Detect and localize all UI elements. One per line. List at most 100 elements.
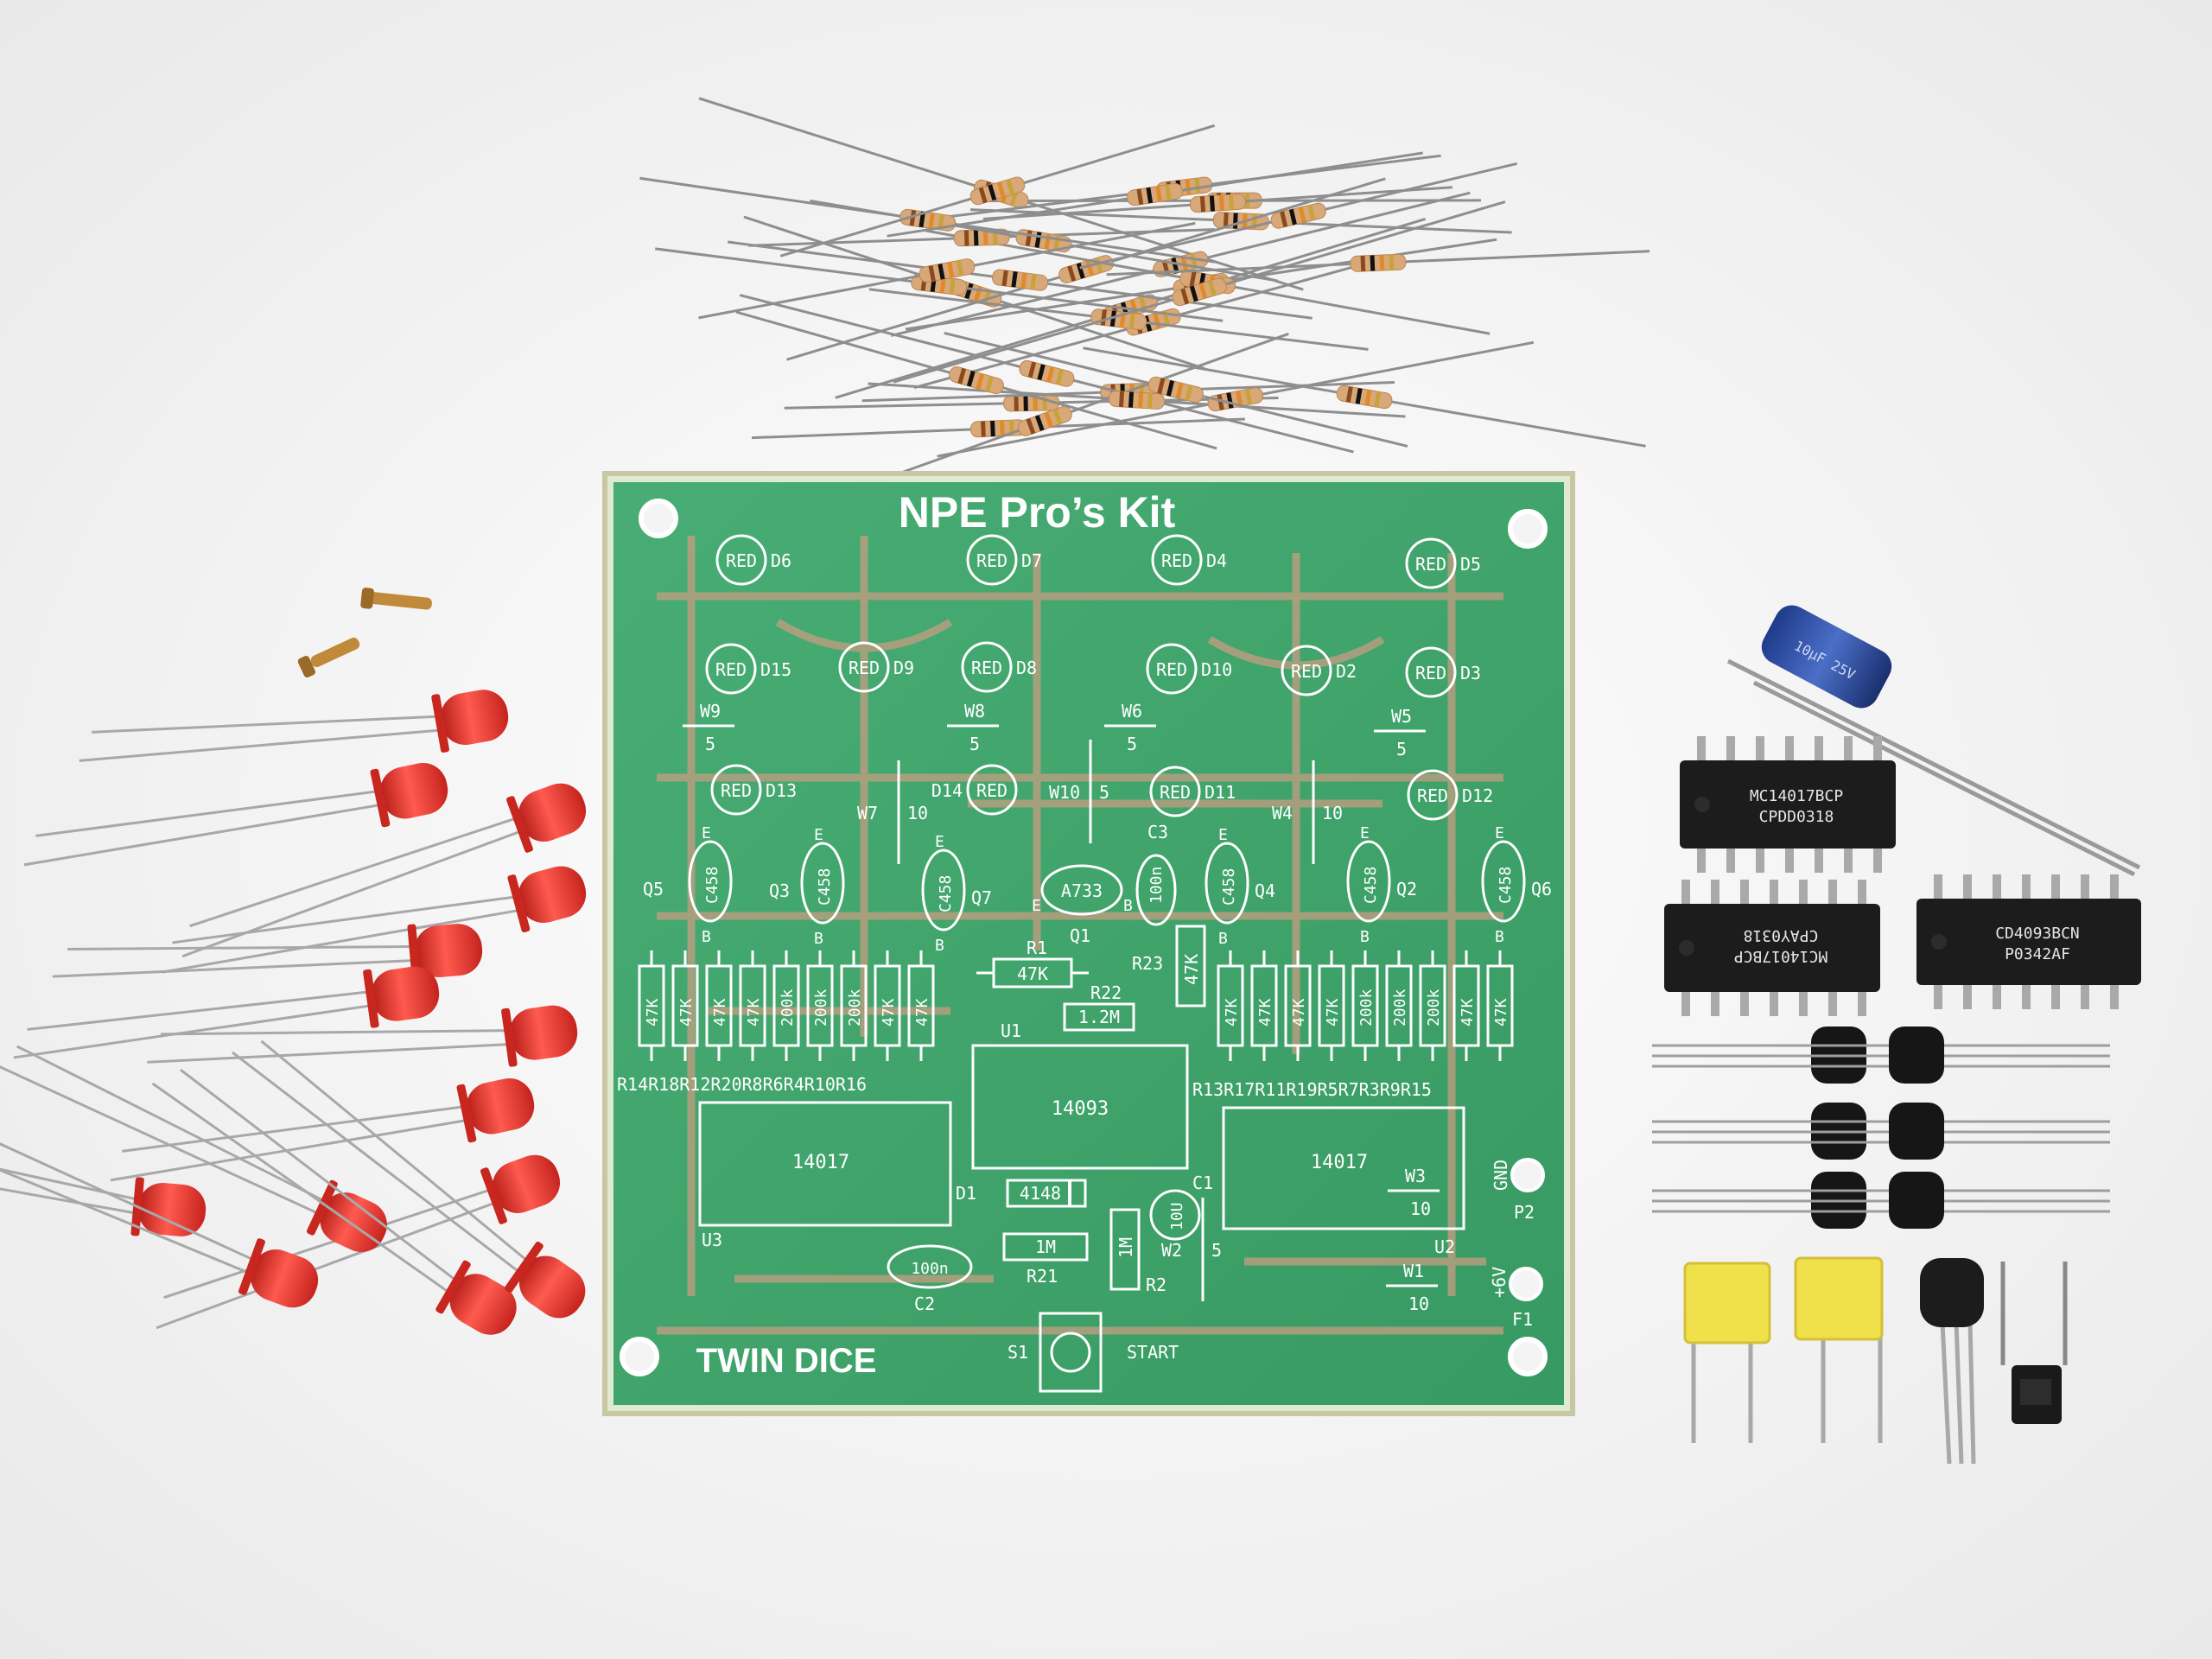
svg-text:5: 5 <box>705 734 715 754</box>
red-led <box>147 1005 578 1067</box>
svg-text:W1: W1 <box>1403 1261 1424 1281</box>
svg-text:E: E <box>814 826 823 844</box>
svg-text:+6V: +6V <box>1489 1267 1510 1298</box>
svg-text:10: 10 <box>1410 1198 1431 1219</box>
svg-text:RED: RED <box>976 550 1007 571</box>
red-led <box>52 924 483 983</box>
svg-text:1M: 1M <box>1035 1236 1056 1257</box>
resistor-refs-left: R14R18R12R20R8R6R4R10R16 <box>617 1074 867 1095</box>
bank-resistor: 47K <box>1250 950 1278 1061</box>
svg-text:47K: 47K <box>913 998 931 1027</box>
start-switch: S1 START <box>1007 1312 1179 1393</box>
resistor-r2: 1M R2 <box>1109 1208 1166 1295</box>
bank-resistor: 47K <box>638 950 665 1061</box>
svg-text:RED: RED <box>976 780 1007 801</box>
svg-text:C3: C3 <box>1147 822 1168 842</box>
resistor <box>739 294 1354 454</box>
resistor <box>893 200 1506 384</box>
svg-text:200k: 200k <box>1425 988 1443 1027</box>
svg-text:200k: 200k <box>1357 988 1376 1027</box>
capacitor-c3: 100n C3 <box>1135 822 1177 926</box>
ic-u3: 14017 U3 <box>698 1101 952 1250</box>
bank-resistor: 200k <box>772 950 800 1061</box>
pad-f1: +6V F1 <box>1489 1267 1543 1330</box>
bank-resistor: 47K <box>705 950 733 1061</box>
bank-resistor: 47K <box>1486 950 1514 1061</box>
svg-text:RED: RED <box>1291 661 1322 682</box>
resistor <box>1106 250 1650 276</box>
svg-text:W8: W8 <box>964 701 985 721</box>
resistor-refs-right: R13R17R11R19R5R7R3R9R15 <box>1192 1079 1432 1100</box>
svg-text:B: B <box>1360 928 1370 946</box>
wire-w8: W8 5 <box>947 701 999 754</box>
svg-text:CPAY0318: CPAY0318 <box>1744 926 1819 944</box>
svg-text:R21: R21 <box>1027 1266 1058 1287</box>
capacitor-c1: 10U C1 <box>1149 1173 1213 1241</box>
red-led <box>232 1039 586 1319</box>
resistor-r23: 47K R23 <box>1132 925 1206 1007</box>
svg-text:47K: 47K <box>1324 998 1342 1027</box>
to92-transistors <box>1652 1027 2110 1229</box>
svg-text:5: 5 <box>969 734 980 754</box>
svg-text:W2: W2 <box>1161 1240 1182 1261</box>
svg-text:E: E <box>1218 826 1228 844</box>
svg-text:P0342AF: P0342AF <box>2005 945 2070 963</box>
svg-text:W9: W9 <box>700 701 721 721</box>
svg-text:5: 5 <box>1099 782 1109 803</box>
bank-resistor: 47K <box>874 950 901 1061</box>
svg-text:D7: D7 <box>1021 550 1042 571</box>
resistor <box>735 310 1217 450</box>
svg-text:R2: R2 <box>1146 1274 1166 1295</box>
led-footprint-d7: RED D7 <box>966 534 1042 586</box>
svg-text:D14: D14 <box>931 780 963 801</box>
red-led <box>13 966 440 1059</box>
svg-text:200k: 200k <box>812 988 830 1027</box>
electrolytic-capacitor: 10μF 25V <box>1726 605 2141 877</box>
led-footprint-d14: RED D14 <box>931 764 1018 816</box>
bank-resistor: 47K <box>671 950 699 1061</box>
svg-text:E: E <box>702 824 711 842</box>
svg-text:5: 5 <box>1211 1240 1222 1261</box>
svg-text:47K: 47K <box>1181 954 1202 985</box>
svg-text:R23: R23 <box>1132 953 1163 974</box>
resistor <box>728 240 1313 320</box>
svg-text:W10: W10 <box>1049 782 1080 803</box>
svg-text:Q4: Q4 <box>1255 880 1275 901</box>
resistor <box>868 288 1369 351</box>
yellow-film-capacitors <box>1683 1256 1884 1443</box>
svg-text:D12: D12 <box>1462 785 1493 806</box>
svg-text:D3: D3 <box>1460 663 1481 683</box>
resistor-r22: 1.2M R22 <box>1063 982 1135 1032</box>
svg-text:4148: 4148 <box>1020 1183 1061 1204</box>
svg-text:RED: RED <box>1156 659 1187 680</box>
svg-text:47K: 47K <box>745 998 763 1027</box>
svg-text:100n: 100n <box>911 1260 948 1278</box>
svg-text:C458: C458 <box>1220 868 1238 906</box>
svg-text:B: B <box>935 937 944 955</box>
svg-text:W4: W4 <box>1272 803 1293 823</box>
capacitor-c2: 100n C2 <box>887 1244 973 1314</box>
svg-text:E: E <box>1495 824 1504 842</box>
svg-text:P2: P2 <box>1514 1202 1535 1223</box>
red-led <box>0 1115 319 1308</box>
svg-text:C458: C458 <box>1362 867 1380 904</box>
resistor <box>698 221 1196 320</box>
svg-text:C1: C1 <box>1192 1173 1213 1193</box>
tactile-switch <box>2000 1262 2068 1424</box>
red-led <box>151 1068 517 1335</box>
bank-resistor: 47K <box>907 950 935 1061</box>
resistor <box>1083 346 1646 448</box>
svg-text:GND: GND <box>1491 1160 1511 1191</box>
wire-w5: W55 <box>1374 706 1426 760</box>
